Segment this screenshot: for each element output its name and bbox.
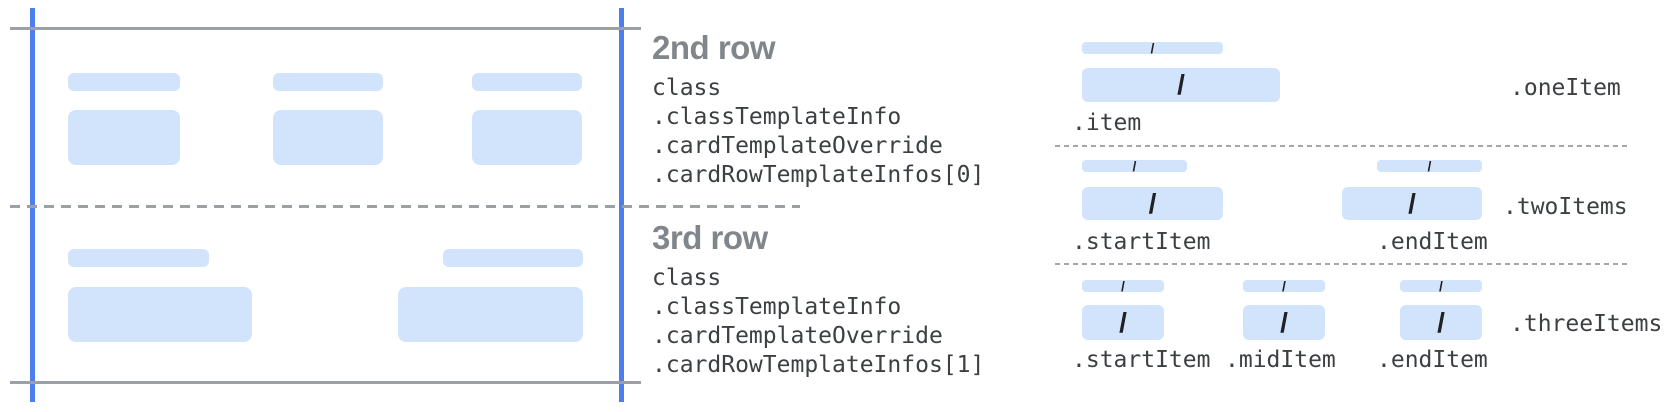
item-value-bar: / bbox=[1082, 187, 1223, 220]
item-label-bar: / bbox=[1400, 278, 1482, 294]
card-top-line bbox=[10, 27, 641, 30]
field-value-bar bbox=[68, 287, 252, 342]
code-path-3rd-row: class .classTemplateInfo .cardTemplateOv… bbox=[652, 264, 984, 380]
slash-glyph: / bbox=[1148, 187, 1157, 219]
item-label-bar: / bbox=[1082, 278, 1164, 294]
layout-name-twoitems: .twoItems bbox=[1503, 194, 1628, 220]
field-value-bar bbox=[68, 110, 180, 165]
row-heading-3rd: 3rd row bbox=[652, 219, 768, 256]
slash-glyph: / bbox=[1427, 158, 1432, 174]
item-value-bar: / bbox=[1082, 305, 1164, 340]
slash-glyph: / bbox=[1439, 278, 1443, 294]
code-line: .classTemplateInfo bbox=[652, 104, 902, 130]
card-bottom-line bbox=[10, 381, 641, 384]
row-heading-2nd: 2nd row bbox=[652, 29, 776, 66]
section-divider-dashes bbox=[1055, 145, 1630, 147]
code-line: .classTemplateInfo bbox=[652, 294, 902, 320]
field-label-bar bbox=[443, 249, 583, 267]
slash-glyph: / bbox=[1408, 187, 1416, 219]
item-value-bar: / bbox=[1082, 68, 1280, 102]
code-line: .cardRowTemplateInfos[0] bbox=[652, 162, 985, 188]
slash-glyph: / bbox=[1280, 306, 1288, 338]
slash-glyph: / bbox=[1119, 306, 1127, 338]
item-path-label: .startItem bbox=[1072, 347, 1211, 373]
field-value-bar bbox=[273, 110, 383, 165]
code-path-2nd-row: class .classTemplateInfo .cardTemplateOv… bbox=[652, 74, 984, 190]
slash-glyph: / bbox=[1132, 158, 1137, 174]
item-label-bar: / bbox=[1377, 158, 1482, 174]
slash-glyph: / bbox=[1177, 69, 1185, 100]
slash-glyph: / bbox=[1150, 40, 1155, 56]
field-value-bar bbox=[398, 287, 583, 342]
slash-glyph: / bbox=[1437, 306, 1445, 338]
code-line: class bbox=[652, 75, 722, 101]
layout-name-threeitems: .threeItems bbox=[1510, 311, 1663, 337]
field-label-bar bbox=[273, 73, 383, 91]
slash-glyph: / bbox=[1282, 278, 1286, 294]
item-path-label: .endItem bbox=[1377, 229, 1488, 255]
code-line: .cardRowTemplateInfos[1] bbox=[652, 352, 985, 378]
item-label-bar: / bbox=[1243, 278, 1325, 294]
item-path-label: .item bbox=[1072, 110, 1142, 136]
item-path-label: .midItem bbox=[1225, 347, 1336, 373]
item-label-bar: / bbox=[1082, 158, 1187, 174]
item-value-bar: / bbox=[1400, 305, 1482, 340]
item-value-bar: / bbox=[1342, 187, 1482, 220]
field-label-bar bbox=[68, 249, 209, 267]
item-value-bar: / bbox=[1243, 305, 1325, 340]
layout-name-oneitem: .oneItem bbox=[1510, 75, 1621, 101]
code-line: class bbox=[652, 265, 722, 291]
field-value-bar bbox=[472, 110, 582, 165]
card-row-divider-dashes bbox=[10, 205, 800, 208]
code-line: .cardTemplateOverride bbox=[652, 133, 943, 159]
item-label-bar: / bbox=[1082, 40, 1223, 56]
item-path-label: .endItem bbox=[1377, 347, 1488, 373]
section-divider-dashes bbox=[1055, 263, 1630, 265]
slash-glyph: / bbox=[1121, 278, 1125, 294]
item-path-label: .startItem bbox=[1072, 229, 1211, 255]
field-label-bar bbox=[472, 73, 582, 91]
code-line: .cardTemplateOverride bbox=[652, 323, 943, 349]
field-label-bar bbox=[68, 73, 180, 91]
